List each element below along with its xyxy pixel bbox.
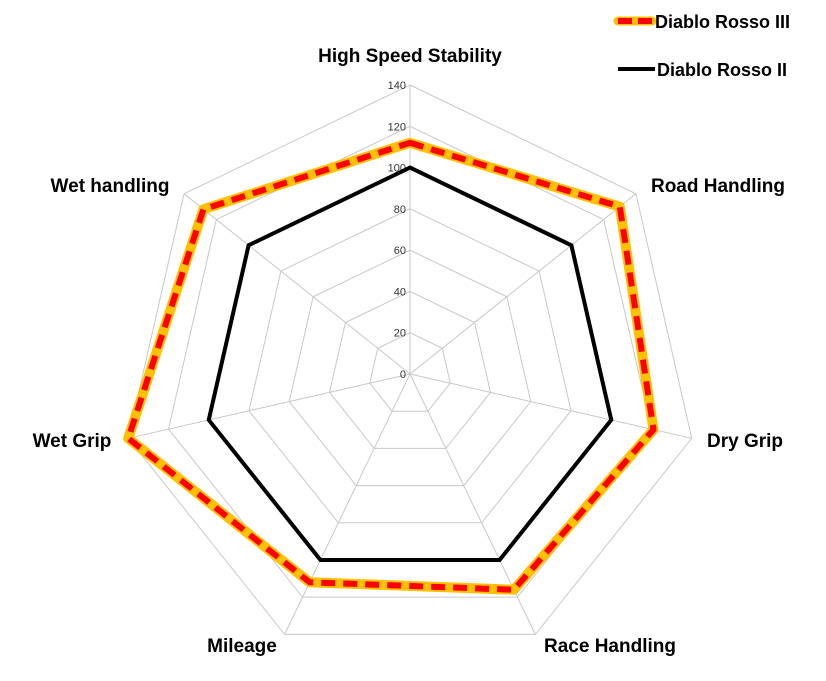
tick-label: 20 bbox=[394, 328, 406, 340]
grid-ring bbox=[248, 208, 572, 524]
grid-ring bbox=[288, 249, 532, 487]
tick-label: 40 bbox=[394, 286, 406, 298]
category-label: Race Handling bbox=[544, 636, 676, 657]
grid-ring bbox=[167, 125, 653, 598]
category-label: Wet handling bbox=[51, 176, 170, 197]
grid-spoke bbox=[183, 193, 411, 375]
tick-label: 140 bbox=[388, 80, 406, 92]
tick-label: 80 bbox=[394, 204, 406, 216]
series-line-diablo-rosso-iii bbox=[125, 139, 657, 593]
grid-spoke bbox=[284, 373, 411, 635]
category-label: High Speed Stability bbox=[318, 46, 502, 67]
tick-label: 60 bbox=[394, 245, 406, 257]
tick-label: 0 bbox=[400, 369, 406, 381]
grid-ring bbox=[127, 84, 693, 635]
category-label: Dry Grip bbox=[707, 431, 783, 452]
grid-spoke bbox=[409, 193, 637, 375]
tick-label: 120 bbox=[388, 121, 406, 133]
grid-ring bbox=[328, 290, 492, 449]
grid-spoke bbox=[409, 373, 536, 635]
grid-ring bbox=[369, 332, 451, 412]
legend-label: Diablo Rosso II bbox=[657, 60, 787, 80]
category-label: Wet Grip bbox=[33, 431, 112, 452]
grid-spoke bbox=[409, 373, 692, 439]
category-label: Mileage bbox=[207, 636, 277, 657]
legend-label: Diablo Rosso III bbox=[655, 12, 790, 32]
category-label: Road Handling bbox=[651, 176, 785, 197]
grid-spoke bbox=[128, 373, 411, 439]
series-line-diablo-rosso-ii bbox=[206, 165, 614, 562]
